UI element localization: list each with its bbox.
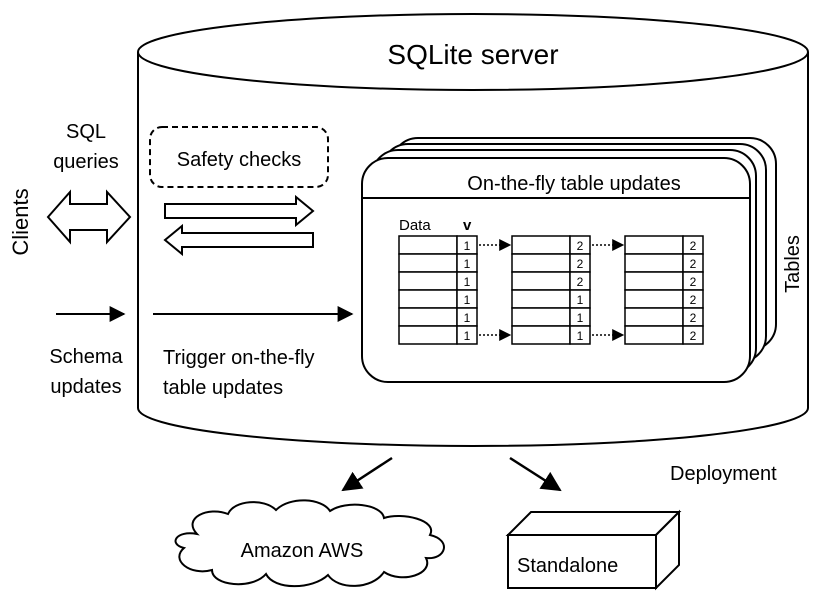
tables-stack: On-the-fly table updates Tables Data v 1… (361, 137, 804, 383)
clients-group: Clients SQL queries Schema updates (8, 121, 132, 398)
standalone-box-icon (505, 509, 682, 591)
table-updates-title: On-the-fly table updates (467, 173, 680, 195)
table-version-value: 2 (690, 239, 697, 253)
table-data-cell (624, 325, 684, 345)
table-data-cell (398, 235, 458, 255)
right-arrow-icon (164, 194, 315, 228)
trigger-line2: table updates (163, 377, 283, 399)
cylinder-top (137, 13, 809, 91)
table-version-value: 1 (577, 329, 584, 343)
tables-grid: 1 1 1 1 1 1 2 2 2 1 1 1 2 2 2 2 2 2 (398, 235, 704, 345)
deployment-label: Deployment (670, 463, 777, 485)
standalone-label: Standalone (517, 555, 618, 577)
table-version-value: 1 (464, 311, 471, 325)
table-data-cell (511, 307, 571, 327)
sql-queries-line2: queries (53, 151, 119, 173)
left-arrow-icon (163, 223, 314, 257)
table-data-cell (624, 253, 684, 273)
table-data-cell (511, 253, 571, 273)
trigger-group: Trigger on-the-fly table updates (153, 306, 354, 399)
table-version-value: 1 (464, 239, 471, 253)
table-version-value: 1 (577, 293, 584, 307)
table-data-cell (511, 235, 571, 255)
amazon-aws-label: Amazon AWS (241, 540, 364, 562)
table-data-cell (398, 325, 458, 345)
table-version-cell (569, 325, 591, 345)
table-version-cell (682, 325, 704, 345)
deployment-group: Deployment Amazon AWS Standalone (174, 456, 777, 591)
deploy-arrow-right (509, 456, 562, 492)
table-version-value: 2 (690, 293, 697, 307)
table-data-cell (511, 271, 571, 291)
table-data-cell (511, 289, 571, 309)
table-version-value: 1 (464, 329, 471, 343)
server-title: SQLite server (387, 39, 558, 70)
table-data-cell (511, 325, 571, 345)
safety-checks-box (149, 126, 329, 188)
table-version-value: 1 (464, 293, 471, 307)
sql-queries-line1: SQL (66, 121, 106, 143)
table-version-cell (456, 325, 478, 345)
table-data-cell (398, 307, 458, 327)
table-data-cell (624, 289, 684, 309)
table-data-cell (624, 307, 684, 327)
table-data-cell (624, 271, 684, 291)
safety-checks-label: Safety checks (177, 149, 302, 171)
table-data-cell (398, 253, 458, 273)
table-data-cell (624, 235, 684, 255)
table-version-value: 2 (690, 311, 697, 325)
safety-checks-group: Safety checks (149, 126, 329, 257)
table-data-cell (398, 289, 458, 309)
double-arrow-icon (46, 189, 132, 245)
table-version-value: 1 (464, 257, 471, 271)
deploy-arrow-left (341, 456, 393, 492)
table-version-value: 2 (577, 275, 584, 289)
tables-side-label: Tables (782, 235, 804, 293)
data-header: Data (399, 217, 431, 234)
table-version-value: 2 (577, 257, 584, 271)
schema-updates-line2: updates (50, 376, 121, 398)
version-header: v (463, 217, 472, 234)
table-version-value: 2 (577, 239, 584, 253)
trigger-line1: Trigger on-the-fly (163, 347, 315, 369)
table-version-value: 2 (690, 275, 697, 289)
table-version-value: 1 (577, 311, 584, 325)
table-version-value: 2 (690, 257, 697, 271)
table-version-value: 2 (690, 329, 697, 343)
schema-updates-line1: Schema (49, 346, 123, 368)
table-version-value: 1 (464, 275, 471, 289)
cloud-icon (174, 499, 445, 588)
table-data-cell (398, 271, 458, 291)
clients-label: Clients (8, 188, 33, 255)
